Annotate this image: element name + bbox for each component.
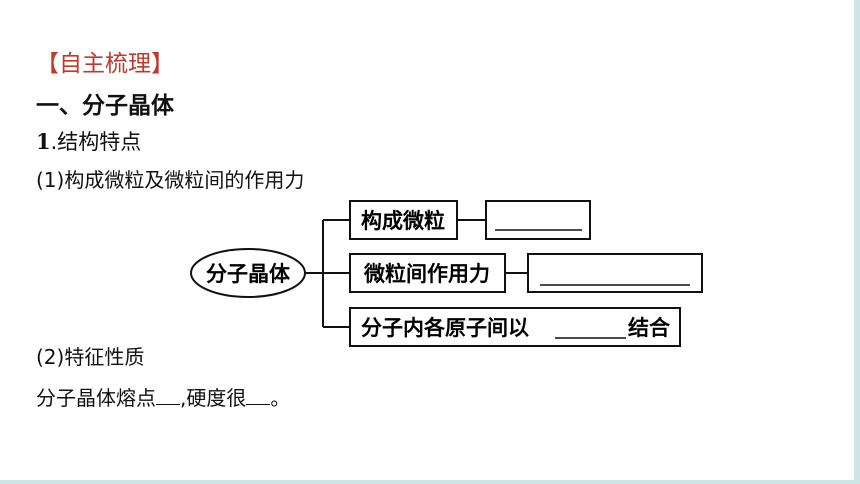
branch2-answer-box [527,253,703,293]
heading-text: .结构特点 [50,130,142,154]
root-label: 分子晶体 [206,262,291,286]
branch3-label-before: 分子内各原子间以 [361,316,529,340]
heading-number: 1 [36,129,51,154]
heading-molecular-crystal: 一、分子晶体 [36,93,174,119]
branch1-answer-box [485,200,591,240]
branch1-label: 构成微粒 [361,209,445,233]
sentence-part3: 。 [270,386,291,410]
properties-sentence: 分子晶体熔点 ,硬度很。 [36,382,290,411]
branch3-label-after: 结合 [628,316,671,340]
subheading-properties: (2)特征性质 [36,345,145,369]
sentence-part2: ,硬度很 [180,386,247,410]
slide-bottom-edge [0,480,860,484]
branch2-label: 微粒间作用力 [363,262,490,286]
branch3-box [349,307,681,347]
section-header: 【自主梳理】 [36,51,174,77]
blank-melting-point [156,386,180,405]
slide-right-edge [854,0,860,484]
heading-structure-features: 1.结构特点 [36,126,141,156]
subheading-particles-forces: (1)构成微粒及微粒间的作用力 [36,168,305,192]
blank-hardness [246,386,271,405]
sentence-part1: 分子晶体熔点 [36,386,156,410]
